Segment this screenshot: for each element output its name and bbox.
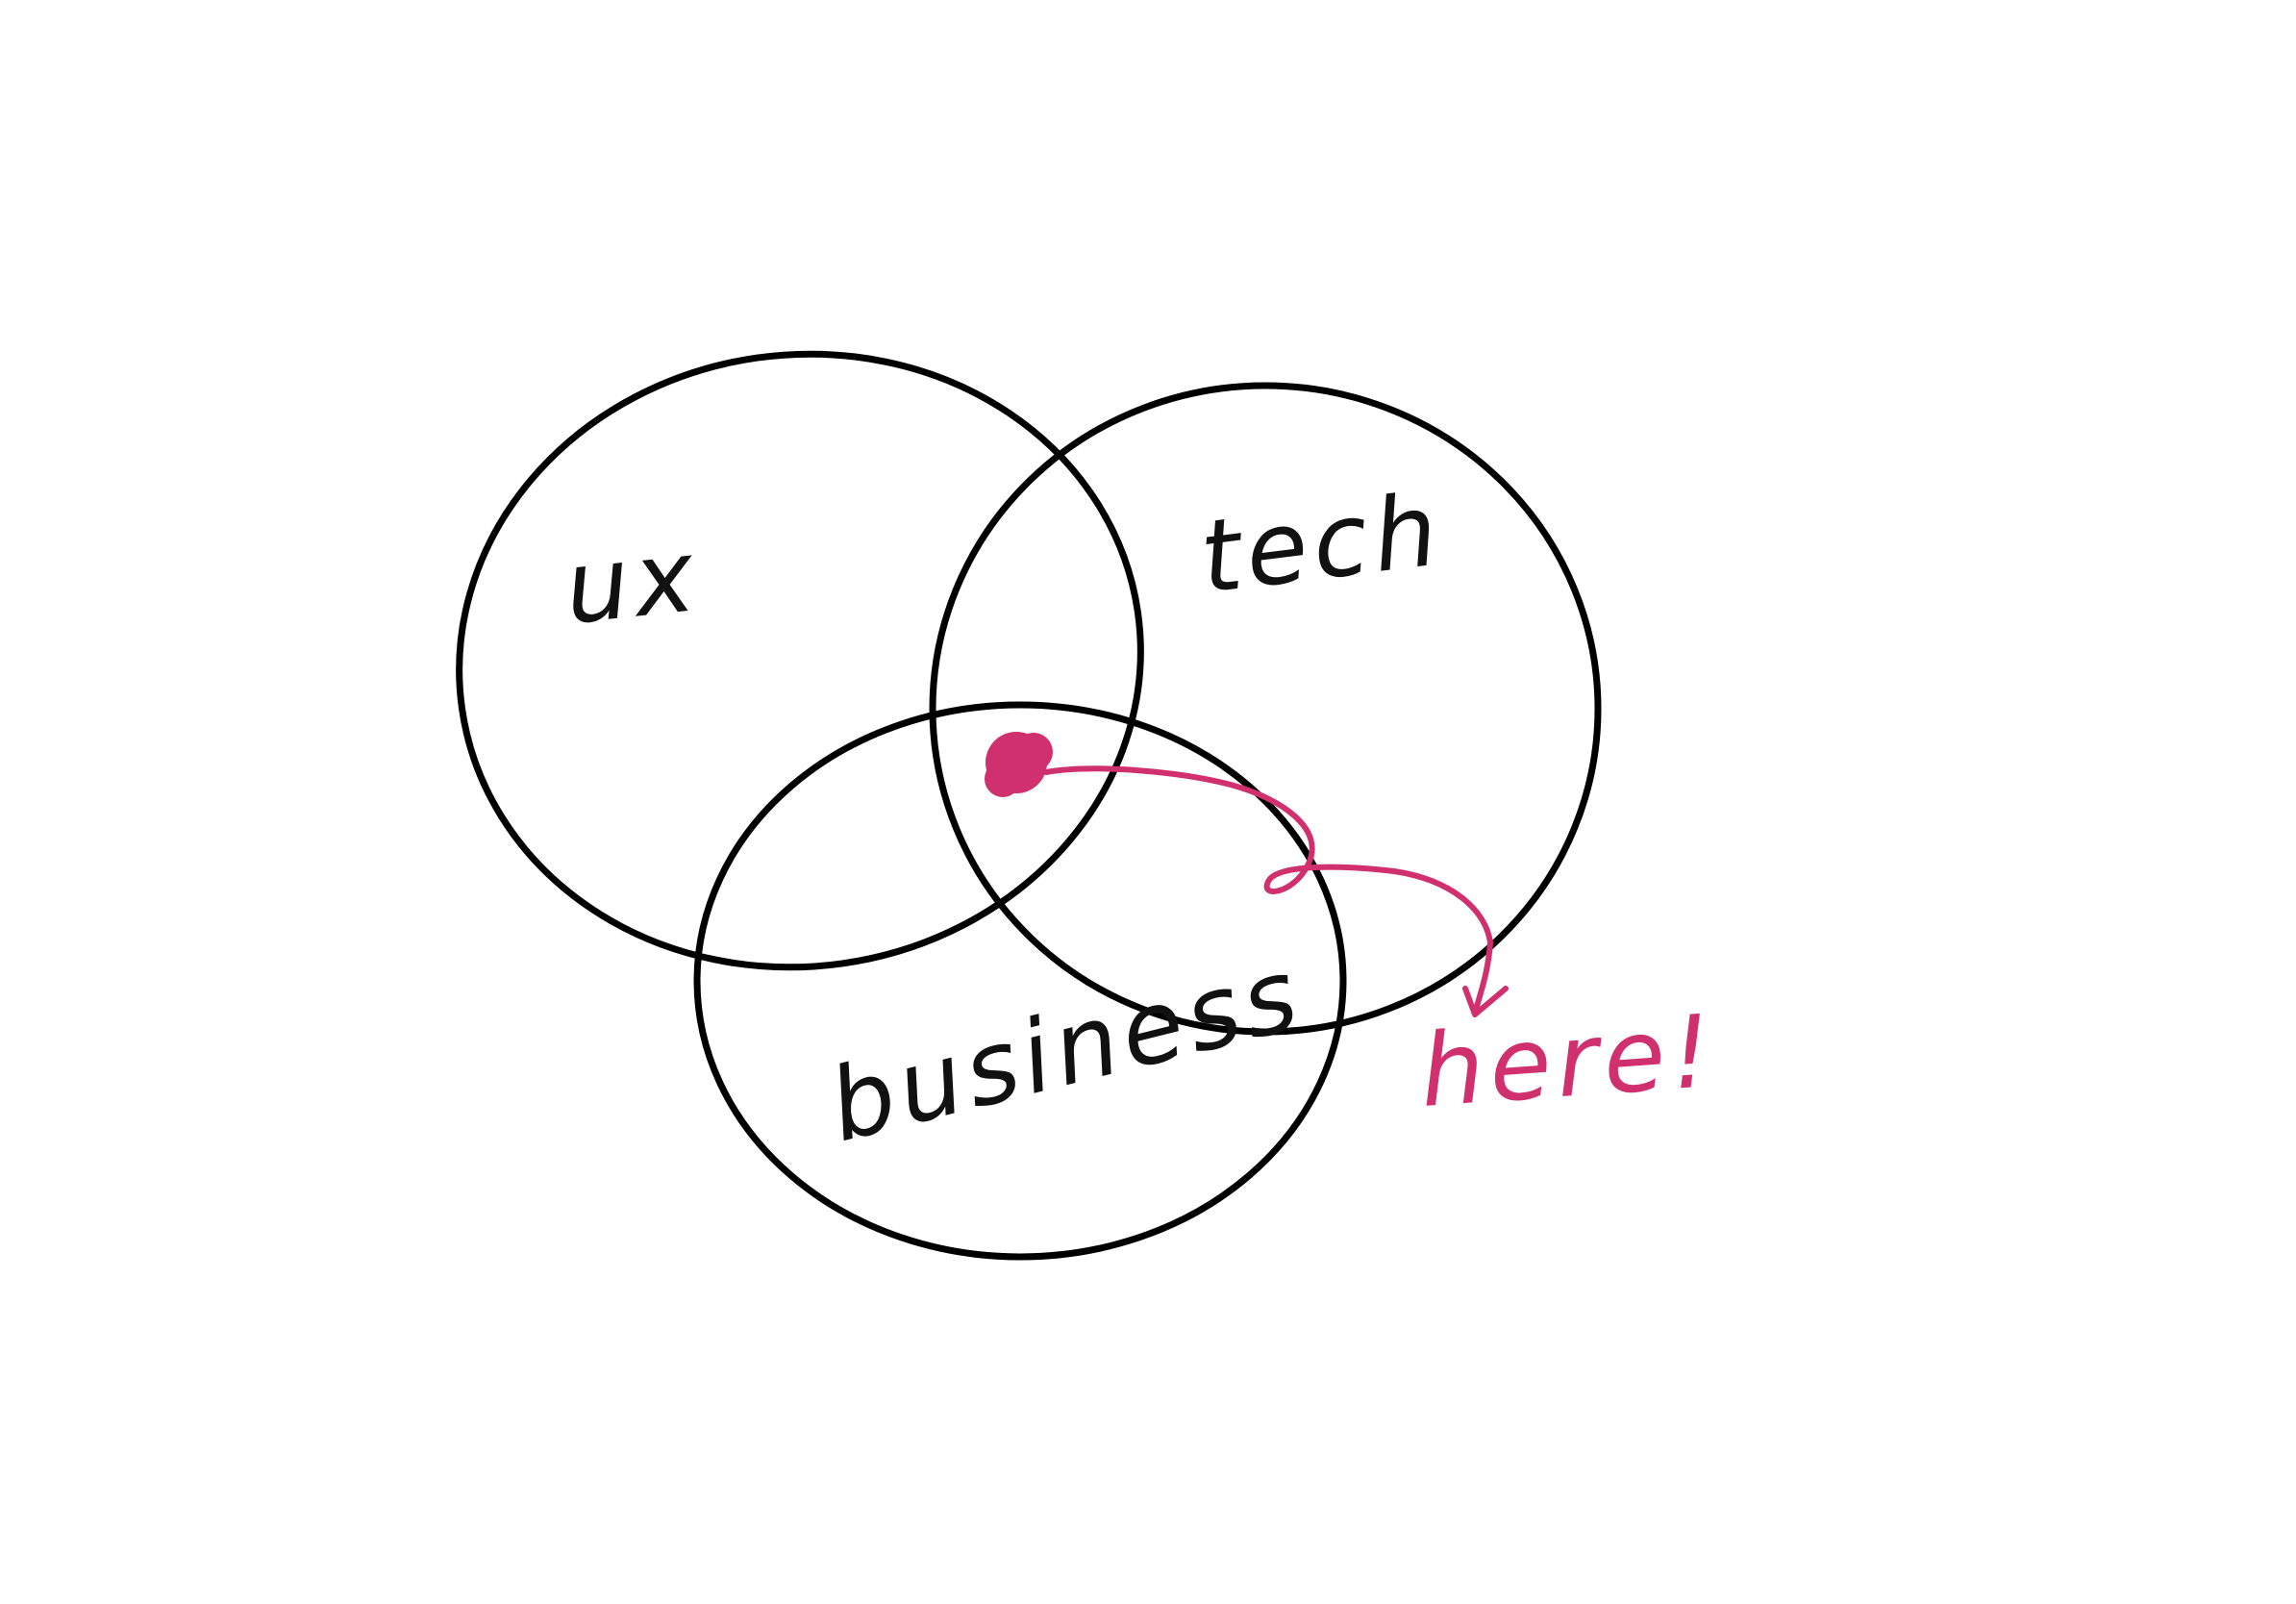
tech-circle (929, 382, 1602, 1036)
ux-circle (456, 350, 1144, 971)
arrowhead-icon (1462, 986, 1509, 1017)
ux-label: ux (560, 516, 705, 647)
intersection-marker (985, 732, 1053, 797)
connector-line (1043, 765, 1493, 1013)
tech-label: tech (1194, 470, 1449, 616)
business-circle (693, 701, 1347, 1261)
here-label: here! (1416, 992, 1720, 1130)
